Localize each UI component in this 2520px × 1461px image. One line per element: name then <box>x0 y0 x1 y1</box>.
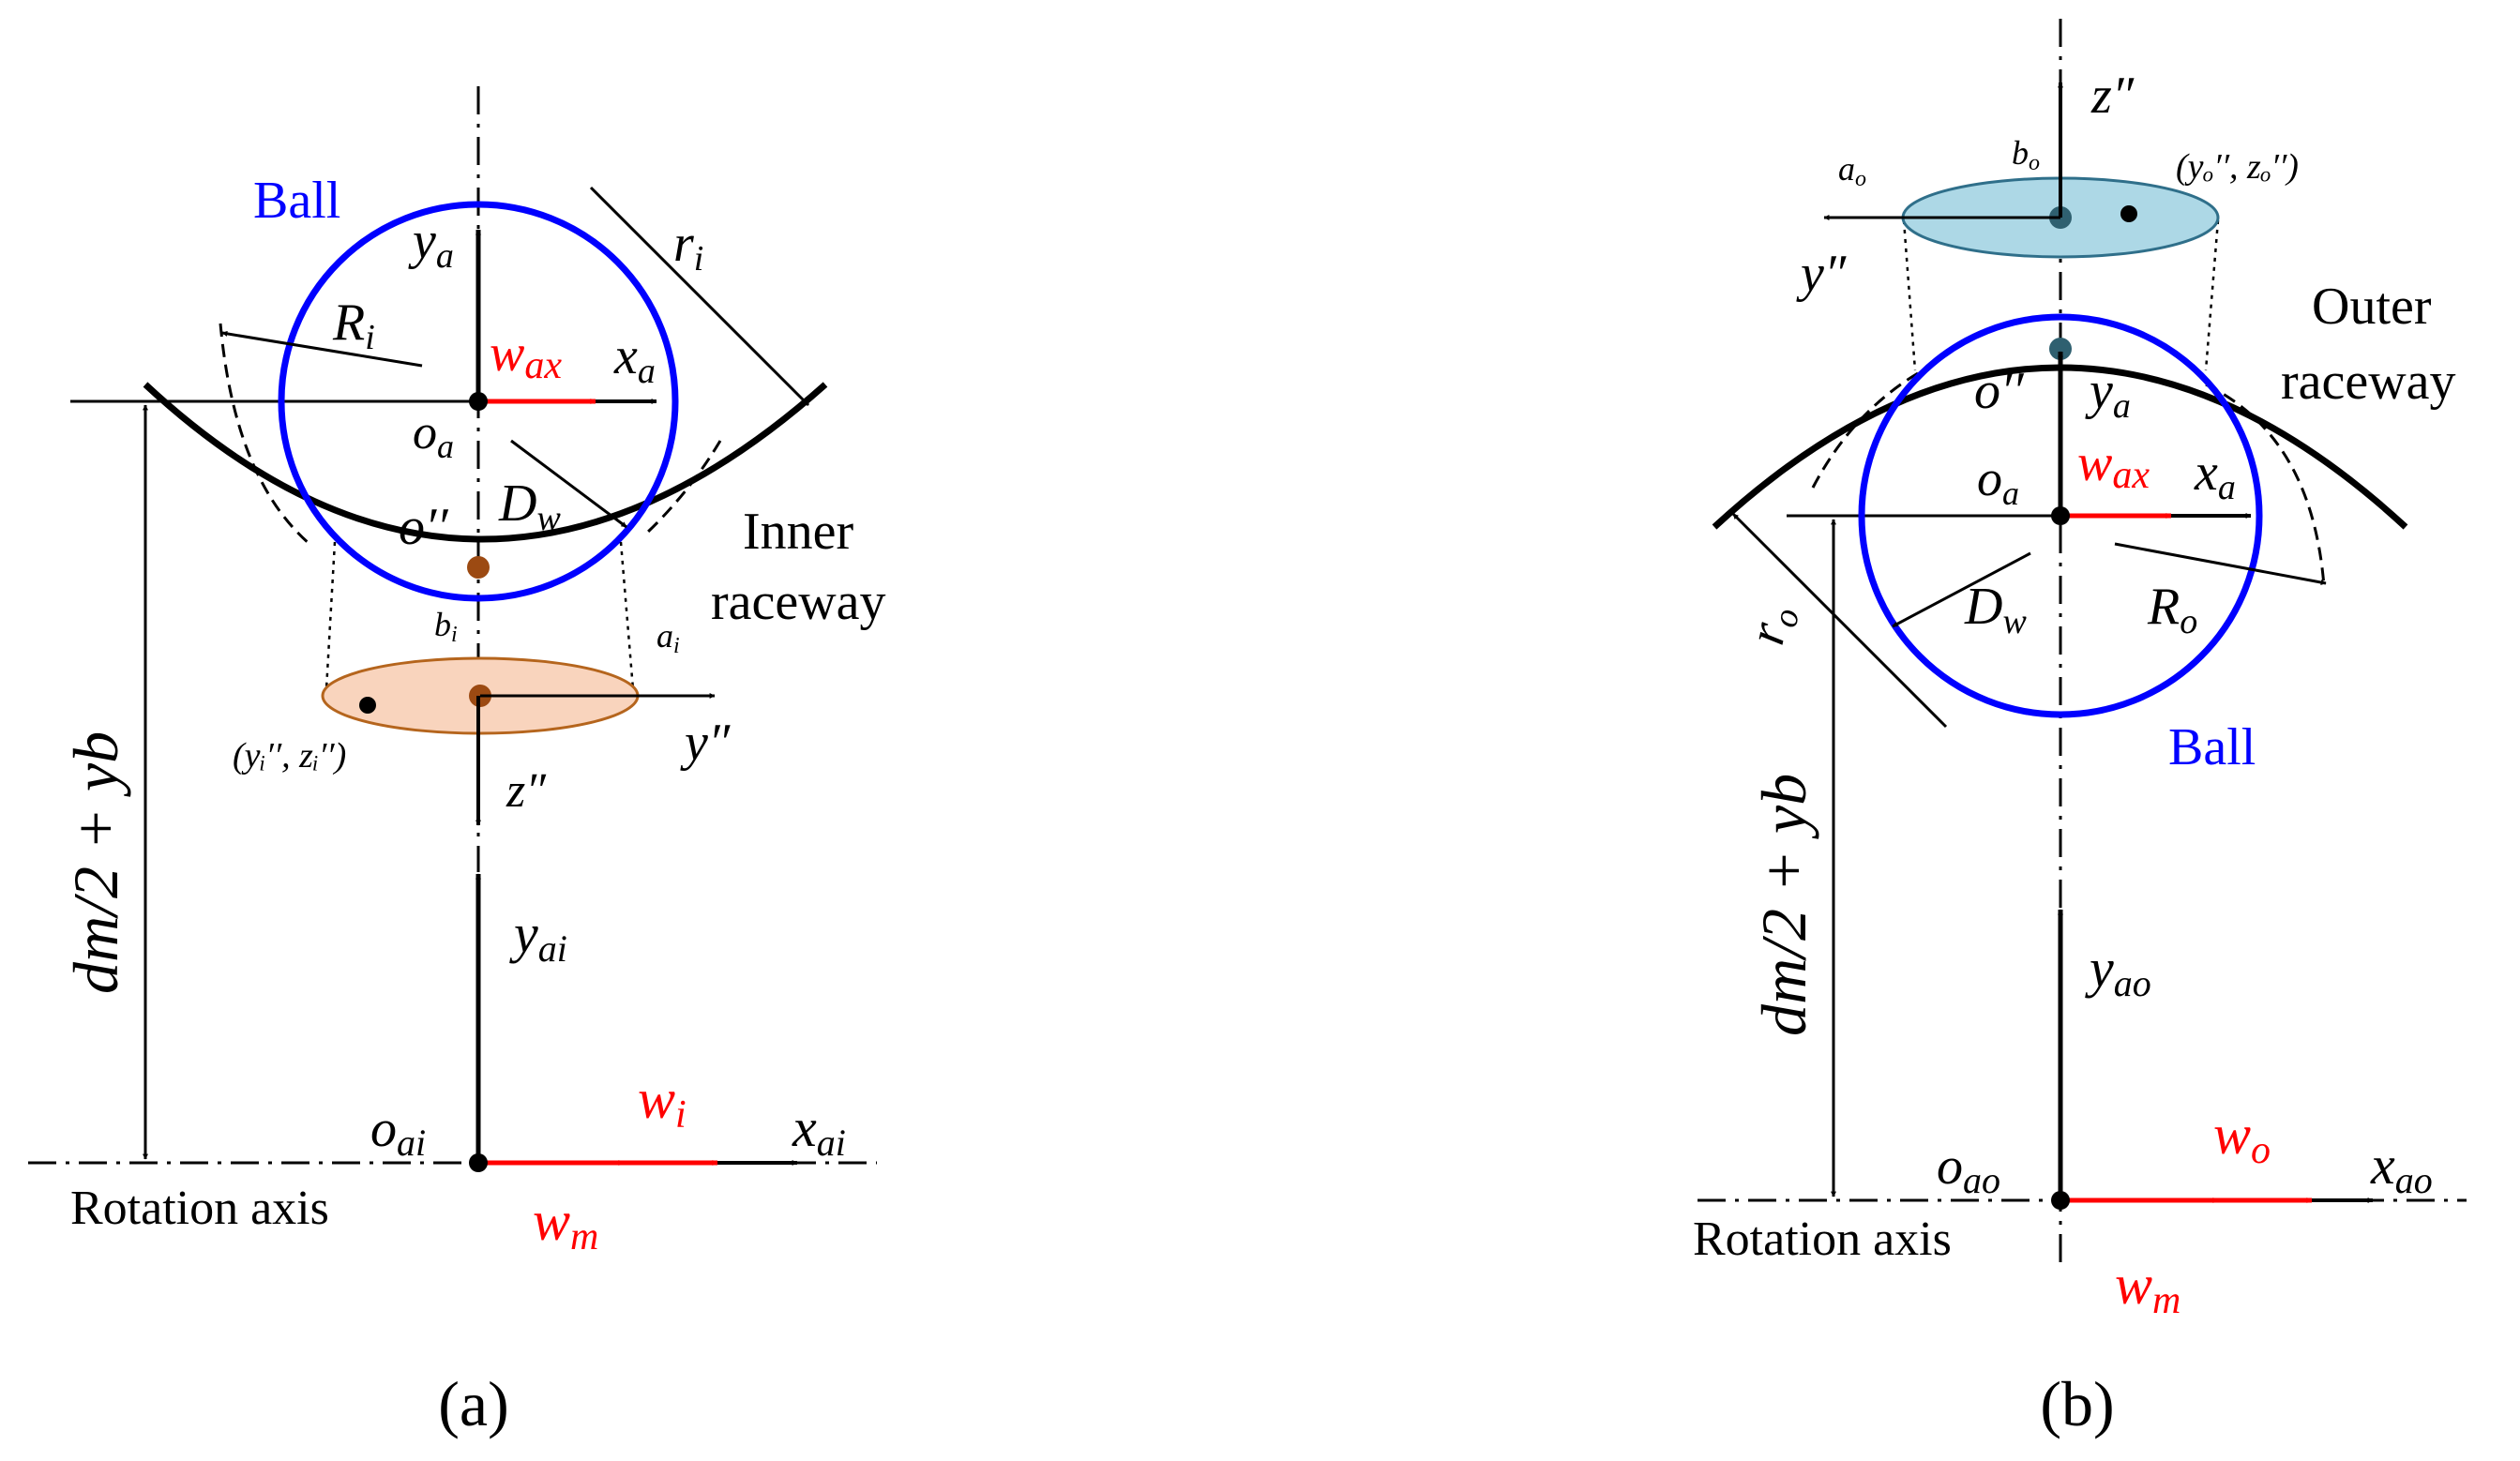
Dw-label-a: Dw <box>498 474 561 538</box>
Ro-radius-arrow <box>2114 542 2327 585</box>
projection-line-right-b <box>2204 219 2220 371</box>
dimension-label-b: dm/2 + yb <box>1748 774 1819 1036</box>
rotation-axis-label-a: Rotation axis <box>70 1182 329 1235</box>
z-double-prime-label-a: z″ <box>506 764 547 818</box>
ai-label: ai <box>656 617 680 658</box>
inner-raceway-label-line2: raceway <box>711 573 886 631</box>
xai-label: xai <box>792 1097 846 1164</box>
bo-label: bo <box>2012 134 2040 175</box>
oa-center-dot-b <box>2051 506 2070 525</box>
caption-b: (b) <box>2040 1368 2114 1439</box>
inner-raceway-dashed-left <box>219 323 310 546</box>
rotation-axis-label-b: Rotation axis <box>1693 1212 1952 1266</box>
xa-label-b: xa <box>2194 444 2236 507</box>
panel-b: z″ y″ ao bo (yₒ′′, zₒ′′) Outer raceway o… <box>1693 19 2467 1439</box>
y-double-prime-label-a: y″ <box>680 714 731 772</box>
wm-label-b: wm <box>2115 1254 2180 1322</box>
oa-label-a: oa <box>413 406 454 465</box>
ri-label: ri <box>673 215 703 279</box>
oa-label-b: oa <box>1977 450 2019 512</box>
outer-raceway-label-line1: Outer <box>2312 278 2432 336</box>
contact-point-label-b: (yₒ′′, zₒ′′) <box>2176 147 2299 187</box>
wi-label: wi <box>638 1068 687 1137</box>
inner-raceway-arc <box>143 382 828 543</box>
wo-label: wo <box>2213 1104 2271 1172</box>
caption-a: (a) <box>438 1368 508 1439</box>
contact-point-dot-b <box>2120 205 2137 222</box>
inner-raceway-dashed-right <box>645 440 722 535</box>
oao-label: oao <box>1937 1137 2000 1201</box>
o-double-prime-label-a: o′′ <box>399 498 448 556</box>
inner-raceway-label-line1: Inner <box>743 503 854 561</box>
dimension-label-a: dm/2 + yb <box>60 731 131 994</box>
Dw-label-b: Dw <box>1964 578 2027 641</box>
outer-raceway-dashed-right <box>2205 383 2326 587</box>
wax-label-a: wax <box>490 324 562 387</box>
oa-center-dot <box>469 392 488 411</box>
yao-label: yao <box>2085 938 2151 1004</box>
Dw-arrow-b <box>1892 551 2031 628</box>
yai-label: yai <box>509 903 567 970</box>
ball-label-a: Ball <box>253 172 340 230</box>
xao-label: xao <box>2370 1135 2433 1201</box>
ri-radius-arrow <box>589 186 810 407</box>
contact-point-dot-a <box>359 697 376 714</box>
y-double-prime-label-b: y″ <box>1796 245 1847 303</box>
ya-label-a: ya <box>408 212 454 276</box>
projection-line-left-b <box>1902 219 1917 371</box>
ya-label-b: ya <box>2085 362 2131 426</box>
ro-radius-arrow <box>1731 512 1948 729</box>
wm-label-a: wm <box>533 1190 598 1258</box>
ball-label-b: Ball <box>2168 718 2256 776</box>
wax-label-b: wax <box>2077 434 2150 497</box>
xa-label-a: xa <box>613 327 656 391</box>
ball-circle-b <box>1858 313 2263 718</box>
outer-raceway-label-line2: raceway <box>2281 353 2456 411</box>
bi-label: bi <box>434 606 458 647</box>
panel-a: Ball ya xa wax oa Ri ri o′′ Dw Inner rac… <box>28 86 886 1439</box>
ao-label: ao <box>1838 150 1866 191</box>
o-double-prime-point-a <box>467 556 490 579</box>
projection-line-right-a <box>619 541 635 690</box>
oai-label: oai <box>370 1100 426 1164</box>
ball-circle-a <box>278 201 679 602</box>
contact-point-label-a: (yᵢ′′, zᵢ′′) <box>233 736 346 776</box>
Ri-label: Ri <box>332 294 375 357</box>
ro-label: ro <box>1737 600 1807 651</box>
oao-origin-dot <box>2051 1191 2070 1210</box>
o-double-prime-label-b: o′′ <box>1974 362 2024 420</box>
projection-line-left-a <box>324 541 337 690</box>
Ro-label: Ro <box>2147 578 2197 641</box>
oai-origin-dot <box>469 1153 488 1172</box>
z-double-prime-label-b: z″ <box>2090 67 2135 125</box>
o-double-prime-point-b <box>2049 338 2072 360</box>
Ri-radius-arrow <box>221 330 423 368</box>
Dw-arrow-a <box>510 439 627 529</box>
